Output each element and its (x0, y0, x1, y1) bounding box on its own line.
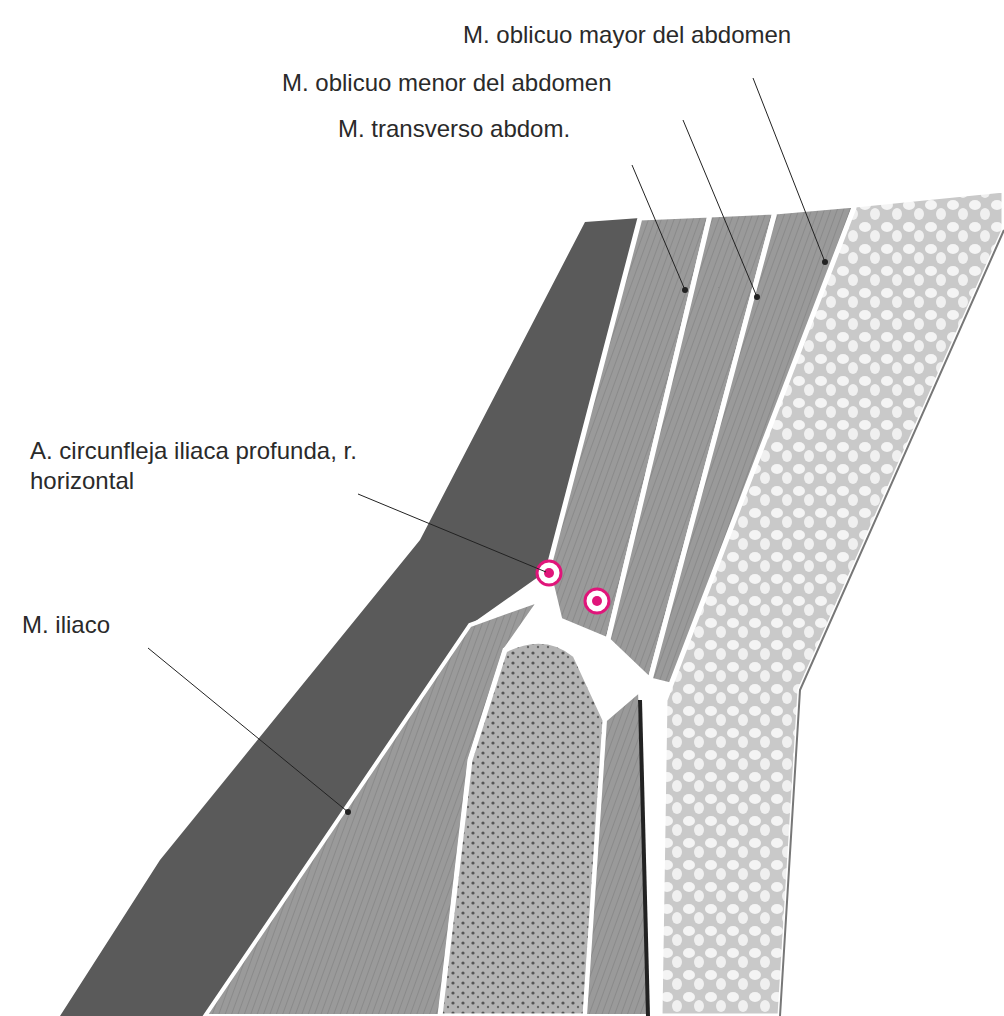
leader-dot (682, 287, 688, 293)
leader-line (683, 120, 757, 297)
leader-dot (754, 294, 760, 300)
leader-dot (345, 809, 351, 815)
leader-line (148, 648, 348, 812)
structure-label: M. transverso abdom. (338, 114, 738, 144)
leader-dot (822, 259, 828, 265)
leader-dots (345, 259, 828, 815)
leader-line (632, 165, 685, 290)
vessel-dot (592, 596, 602, 606)
fascia-line (640, 700, 648, 1016)
shadow-band (60, 218, 640, 1016)
vessel-circle (537, 561, 561, 585)
iliac-bone (440, 641, 605, 1016)
vessel-circle (585, 589, 609, 613)
leader-line (753, 78, 825, 262)
leader-line (358, 494, 546, 572)
structure-label: M. oblicuo mayor del abdomen (463, 20, 983, 50)
skin-edge (780, 230, 1004, 1016)
structure-label: M. iliaco (22, 610, 322, 640)
fat-layer (660, 190, 1004, 1016)
structure-label: A. circunfleja iliaca profunda, r. horiz… (30, 436, 440, 496)
vessel-dot (544, 568, 554, 578)
structure-label: M. oblicuo menor del abdomen (282, 68, 802, 98)
gluteal-muscle (585, 690, 650, 1016)
